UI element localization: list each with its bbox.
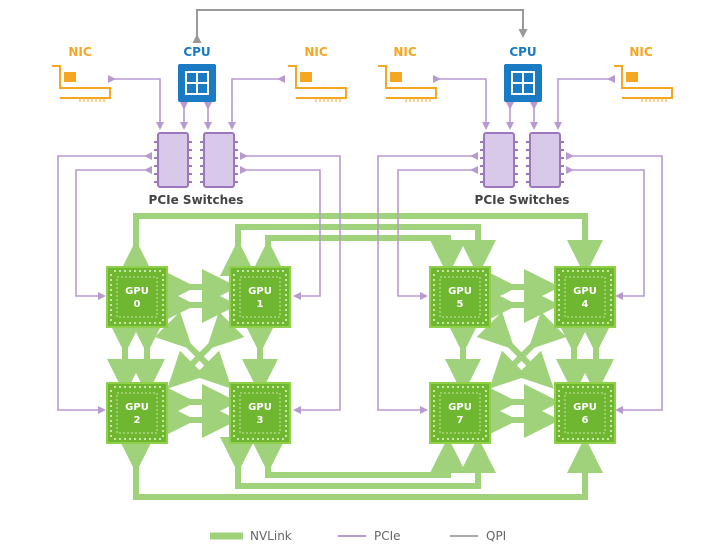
gpu-label: GPU	[125, 402, 149, 413]
gpu-chip-icon	[106, 382, 168, 444]
gpu-chip-icon	[554, 382, 616, 444]
gpu-label: GPU	[448, 402, 472, 413]
pcie-switch-icon	[526, 132, 564, 188]
cpu-icon	[178, 64, 216, 102]
pcie-switches-label: PCIe Switches	[149, 193, 244, 207]
gpu-id: 6	[582, 415, 589, 426]
cpu-chips	[178, 64, 542, 102]
gpu-3: GPU 3	[229, 382, 291, 444]
gpu-id: 3	[257, 415, 264, 426]
legend-pcie-label: PCIe	[374, 529, 401, 543]
nvlink-connections	[107, 213, 614, 500]
pcie-switches-label: PCIe Switches	[475, 193, 570, 207]
gpu-die	[239, 392, 281, 434]
nic-label: NIC	[68, 45, 92, 59]
gpu-5: GPU 5	[429, 266, 491, 328]
gpu-id: 2	[134, 415, 141, 426]
gpu-label: GPU	[248, 402, 272, 413]
cpu-label: CPU	[509, 45, 536, 59]
nic-label: NIC	[304, 45, 328, 59]
gpu-die	[439, 392, 481, 434]
gpu-die	[564, 392, 606, 434]
gpu-id: 0	[134, 299, 141, 310]
gpu-7: GPU 7	[429, 382, 491, 444]
top-labels: NIC CPU NIC NIC CPU NIC	[68, 45, 653, 59]
gpu-pins	[433, 270, 487, 324]
nic-label: NIC	[393, 45, 417, 59]
gpu-id: 7	[457, 415, 464, 426]
gpu-chip-icon	[229, 382, 291, 444]
qpi-link	[192, 9, 528, 43]
gpu-chip-icon	[106, 266, 168, 328]
gpu-die	[116, 276, 158, 318]
gpu-id: 1	[257, 299, 264, 310]
nic-label: NIC	[629, 45, 653, 59]
gpu-chip-icon	[229, 266, 291, 328]
gpu-6: GPU 6	[554, 382, 616, 444]
gpu-4: GPU 4	[554, 266, 616, 328]
gpu-label: GPU	[125, 286, 149, 297]
gpu-1: GPU 1	[229, 266, 291, 328]
gpu-pins	[110, 386, 164, 440]
cpu-icon	[504, 64, 542, 102]
legend-nvlink-label: NVLink	[250, 529, 292, 543]
gpu-die	[439, 276, 481, 318]
nic-icon	[52, 65, 111, 102]
gpu-label: GPU	[448, 286, 472, 297]
gpu-pins	[433, 386, 487, 440]
gpu-pins	[558, 386, 612, 440]
pcie-switch-icon	[200, 132, 238, 188]
pcie-switches	[154, 132, 564, 188]
gpu-label: GPU	[573, 402, 597, 413]
legend: NVLink PCIe QPI	[210, 529, 506, 543]
nic-icon	[378, 65, 437, 102]
gpu-die	[116, 392, 158, 434]
gpu-id: 5	[457, 299, 464, 310]
gpu-chip-icon	[554, 266, 616, 328]
gpu-0: GPU 0	[106, 266, 168, 328]
gpu-pins	[110, 270, 164, 324]
pcie-connections	[57, 75, 663, 414]
nic-icon	[614, 65, 673, 102]
gpu-pins	[558, 270, 612, 324]
gpu-label: GPU	[248, 286, 272, 297]
gpu-pins	[233, 386, 287, 440]
gpu-die	[564, 276, 606, 318]
gpu-label: GPU	[573, 286, 597, 297]
gpu-pins	[233, 270, 287, 324]
nic-icon	[288, 65, 347, 102]
gpu-chip-icon	[429, 266, 491, 328]
pcie-switch-icon	[154, 132, 192, 188]
cpu-label: CPU	[183, 45, 210, 59]
pcie-switch-icon	[480, 132, 518, 188]
gpu-die	[239, 276, 281, 318]
nic-cards	[52, 65, 673, 102]
gpu-id: 4	[582, 299, 589, 310]
pcie-switches-labels: PCIe Switches PCIe Switches	[149, 193, 570, 207]
legend-qpi-label: QPI	[486, 529, 506, 543]
gpu-chip-icon	[429, 382, 491, 444]
gpu-2: GPU 2	[106, 382, 168, 444]
